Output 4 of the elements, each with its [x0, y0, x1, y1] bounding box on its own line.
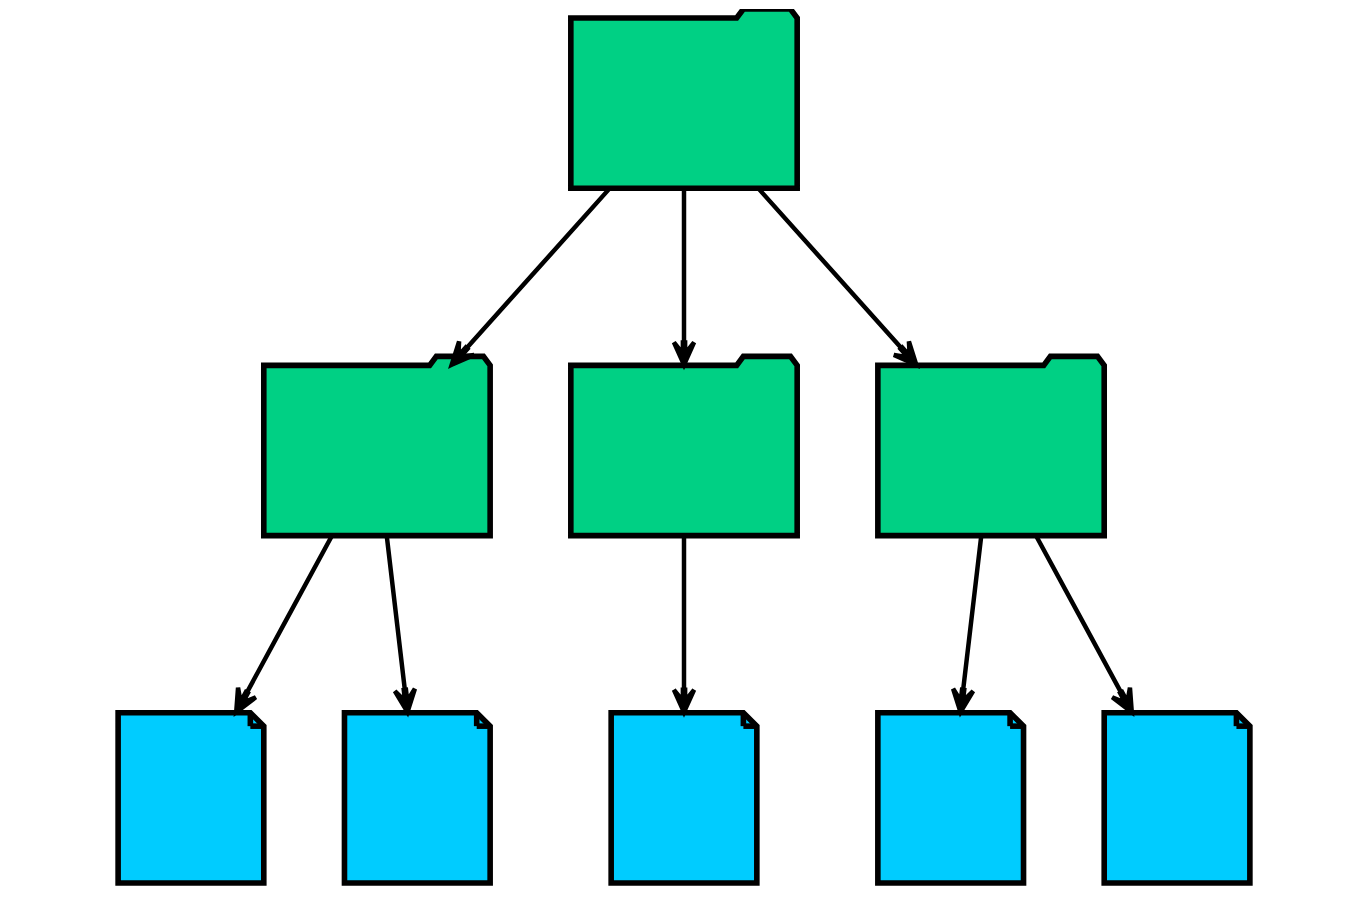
node-folder: [568, 8, 800, 191]
node-folder: [875, 353, 1107, 538]
node-folder: [261, 353, 493, 538]
node-folder: [568, 353, 800, 538]
